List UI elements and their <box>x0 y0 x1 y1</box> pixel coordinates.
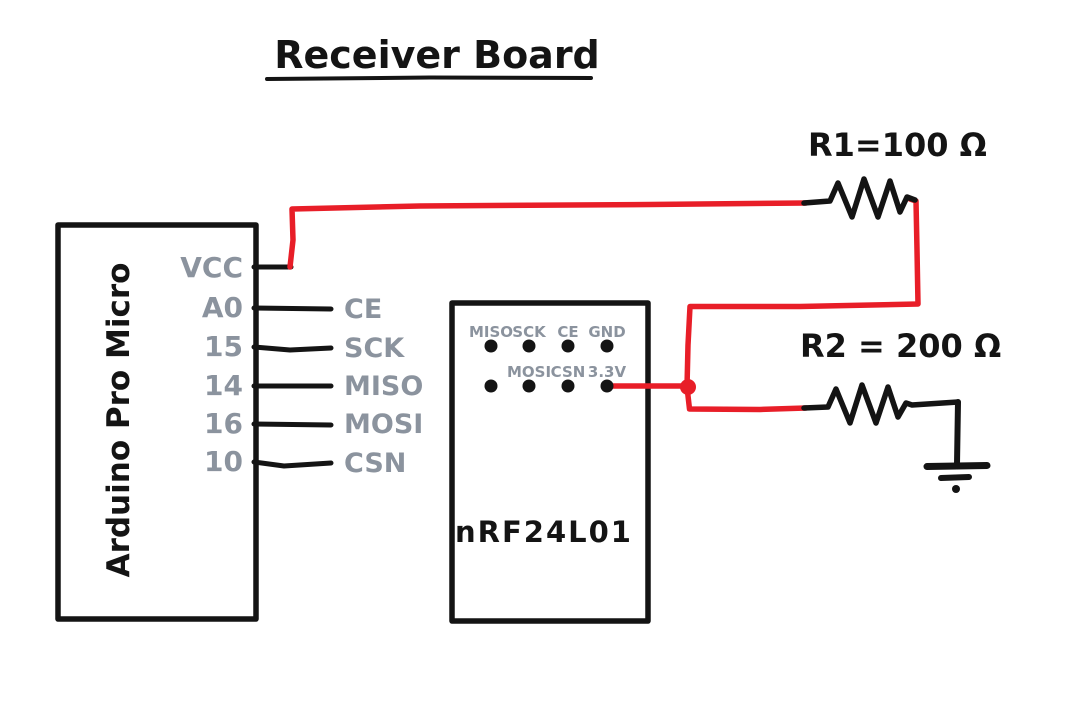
arduino-name-label: Arduino Pro Micro <box>101 263 137 578</box>
ground-symbol <box>923 462 991 493</box>
resistor-r2-label: R2 = 200 Ω <box>800 327 1001 365</box>
arduino-pin-a0: A0 <box>202 291 243 324</box>
nrf-label-csn: CSN <box>551 363 586 381</box>
nrf-pin-dot-ce <box>561 339 575 353</box>
wire-r1-to-junction <box>684 196 921 390</box>
signal-label-mosi: MOSI <box>344 409 423 440</box>
nrf-label-gnd: GND <box>588 323 625 341</box>
diagram-title: Receiver Board <box>274 33 600 77</box>
ground-bar-long <box>923 462 991 470</box>
arduino-pin-10: 10 <box>204 445 243 478</box>
nrf-pin-dot-mosi <box>522 379 536 393</box>
wire-vcc-to-r1 <box>287 200 809 270</box>
nrf-pin-dot-gnd <box>600 339 614 353</box>
arduino-pin-vcc: VCC <box>180 251 243 284</box>
nrf-pin-dot-miso <box>484 339 498 353</box>
wire-junction-dot <box>680 379 696 395</box>
pin-stub-mosi <box>251 421 334 428</box>
nrf-label-sck: SCK <box>512 323 547 341</box>
nrf-pin-dot-33v <box>600 379 614 393</box>
resistor-r2-symbol <box>801 382 961 426</box>
nrf-pin-dot-1 <box>484 379 498 393</box>
pin-stub-sck <box>251 344 334 353</box>
signal-label-miso: MISO <box>344 371 423 402</box>
nrf-pin-dot-csn <box>561 379 575 393</box>
signal-label-csn: CSN <box>344 448 406 479</box>
pin-stub-ce <box>251 305 334 312</box>
signal-label-sck: SCK <box>344 333 405 364</box>
arduino-pin-14: 14 <box>204 369 243 402</box>
signal-label-ce: CE <box>344 294 382 325</box>
nrf-label-33v: 3.3V <box>588 363 627 381</box>
ground-dot <box>952 485 960 493</box>
nrf-box <box>449 300 651 624</box>
nrf-label-miso: MISO <box>469 323 513 341</box>
resistor-r1-label: R1=100 Ω <box>808 126 987 164</box>
pin-stub-csn <box>251 459 334 469</box>
arduino-pin-15: 15 <box>204 330 243 363</box>
wire-junction-to-r2 <box>684 384 809 413</box>
arduino-pin-16: 16 <box>204 407 243 440</box>
nrf-name-label: nRF24L01 <box>455 515 633 549</box>
nrf-label-ce: CE <box>557 323 578 341</box>
title-underline <box>265 75 593 81</box>
nrf-pin-dot-sck <box>522 339 536 353</box>
ground-bar-short <box>938 474 972 481</box>
resistor-r1-symbol <box>801 176 918 220</box>
wire-r2-to-ground <box>954 399 961 467</box>
nrf-label-mosi: MOSI <box>507 363 551 381</box>
